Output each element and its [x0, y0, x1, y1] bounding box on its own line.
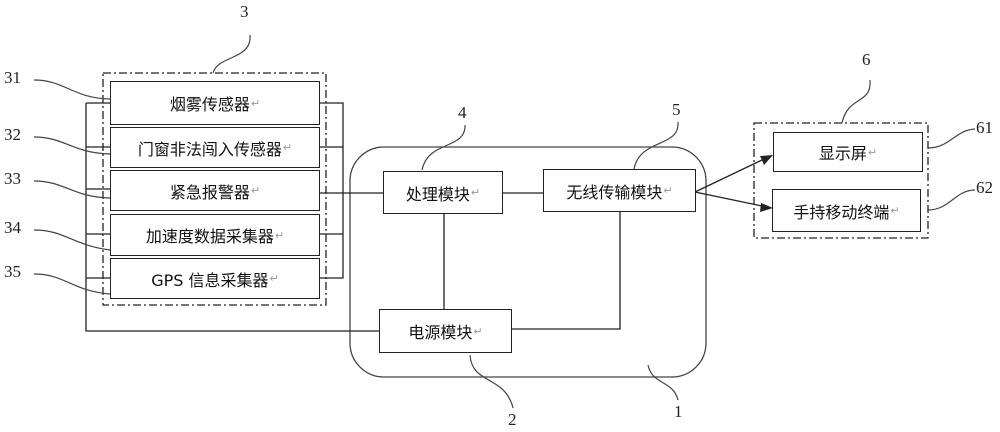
display-screen-box: 显示屏↵	[773, 132, 923, 172]
ref-main-unit: 1	[674, 402, 683, 421]
ref-smoke-sensor: 31	[4, 68, 21, 87]
paragraph-mark: ↵	[250, 184, 261, 197]
smoke-sensor-label: 烟雾传感器	[169, 95, 250, 114]
power-module-box: 电源模块↵	[379, 309, 512, 353]
ref-power-module: 2	[508, 410, 517, 429]
ref-gps-collector: 35	[4, 262, 21, 281]
intrusion-sensor-label: 门窗非法闯入传感器	[137, 139, 282, 159]
paragraph-mark: ↵	[274, 228, 285, 242]
output-group-outline	[753, 122, 929, 239]
ref-emergency-alarm: 33	[4, 169, 21, 188]
sensor-group-outline	[102, 72, 327, 306]
ref-acceleration-collector: 34	[4, 218, 21, 237]
left-bus	[85, 103, 380, 332]
handheld-terminal-label: 手持移动终端	[793, 202, 890, 222]
display-screen-label: 显示屏	[818, 144, 867, 163]
paragraph-mark: ↵	[890, 204, 900, 217]
processing-module-label: 处理模块	[405, 184, 470, 204]
paragraph-mark: ↵	[867, 145, 878, 159]
ref-handheld-terminal: 62	[976, 178, 993, 197]
right-bus	[320, 102, 344, 279]
handheld-terminal-box: 手持移动终端↵	[772, 189, 921, 232]
emergency-alarm-box: 紧急报警器↵	[110, 170, 320, 211]
gps-collector-box: GPS 信息采集器↵	[110, 258, 320, 299]
wireless-module-label: 无线传输模块	[566, 182, 663, 202]
power-module-label: 电源模块	[408, 323, 473, 342]
acceleration-collector-box: 加速度数据采集器↵	[110, 214, 320, 256]
acceleration-collector-label: 加速度数据采集器	[145, 227, 274, 246]
ref-processing-module: 4	[458, 103, 467, 122]
paragraph-mark: ↵	[250, 96, 261, 110]
emergency-alarm-label: 紧急报警器	[169, 182, 250, 202]
gps-collector-label: GPS 信息采集器	[151, 270, 269, 290]
wireless-module-box: 无线传输模块↵	[543, 169, 696, 212]
paragraph-mark: ↵	[663, 184, 673, 197]
ref-intrusion-sensor: 32	[4, 125, 21, 144]
processing-module-box: 处理模块↵	[383, 171, 503, 214]
intrusion-sensor-box: 门窗非法闯入传感器↵	[110, 127, 320, 168]
ref-wireless-module: 5	[672, 100, 681, 119]
main-unit-outline	[349, 146, 707, 378]
ref-output-group: 6	[862, 50, 871, 69]
ref-display-screen: 61	[976, 118, 993, 137]
paragraph-mark: ↵	[282, 141, 293, 154]
paragraph-mark: ↵	[473, 324, 483, 338]
smoke-sensor-box: 烟雾传感器↵	[110, 81, 320, 125]
paragraph-mark: ↵	[269, 272, 279, 285]
paragraph-mark: ↵	[470, 186, 481, 199]
ref-sensor-group: 3	[240, 2, 249, 21]
